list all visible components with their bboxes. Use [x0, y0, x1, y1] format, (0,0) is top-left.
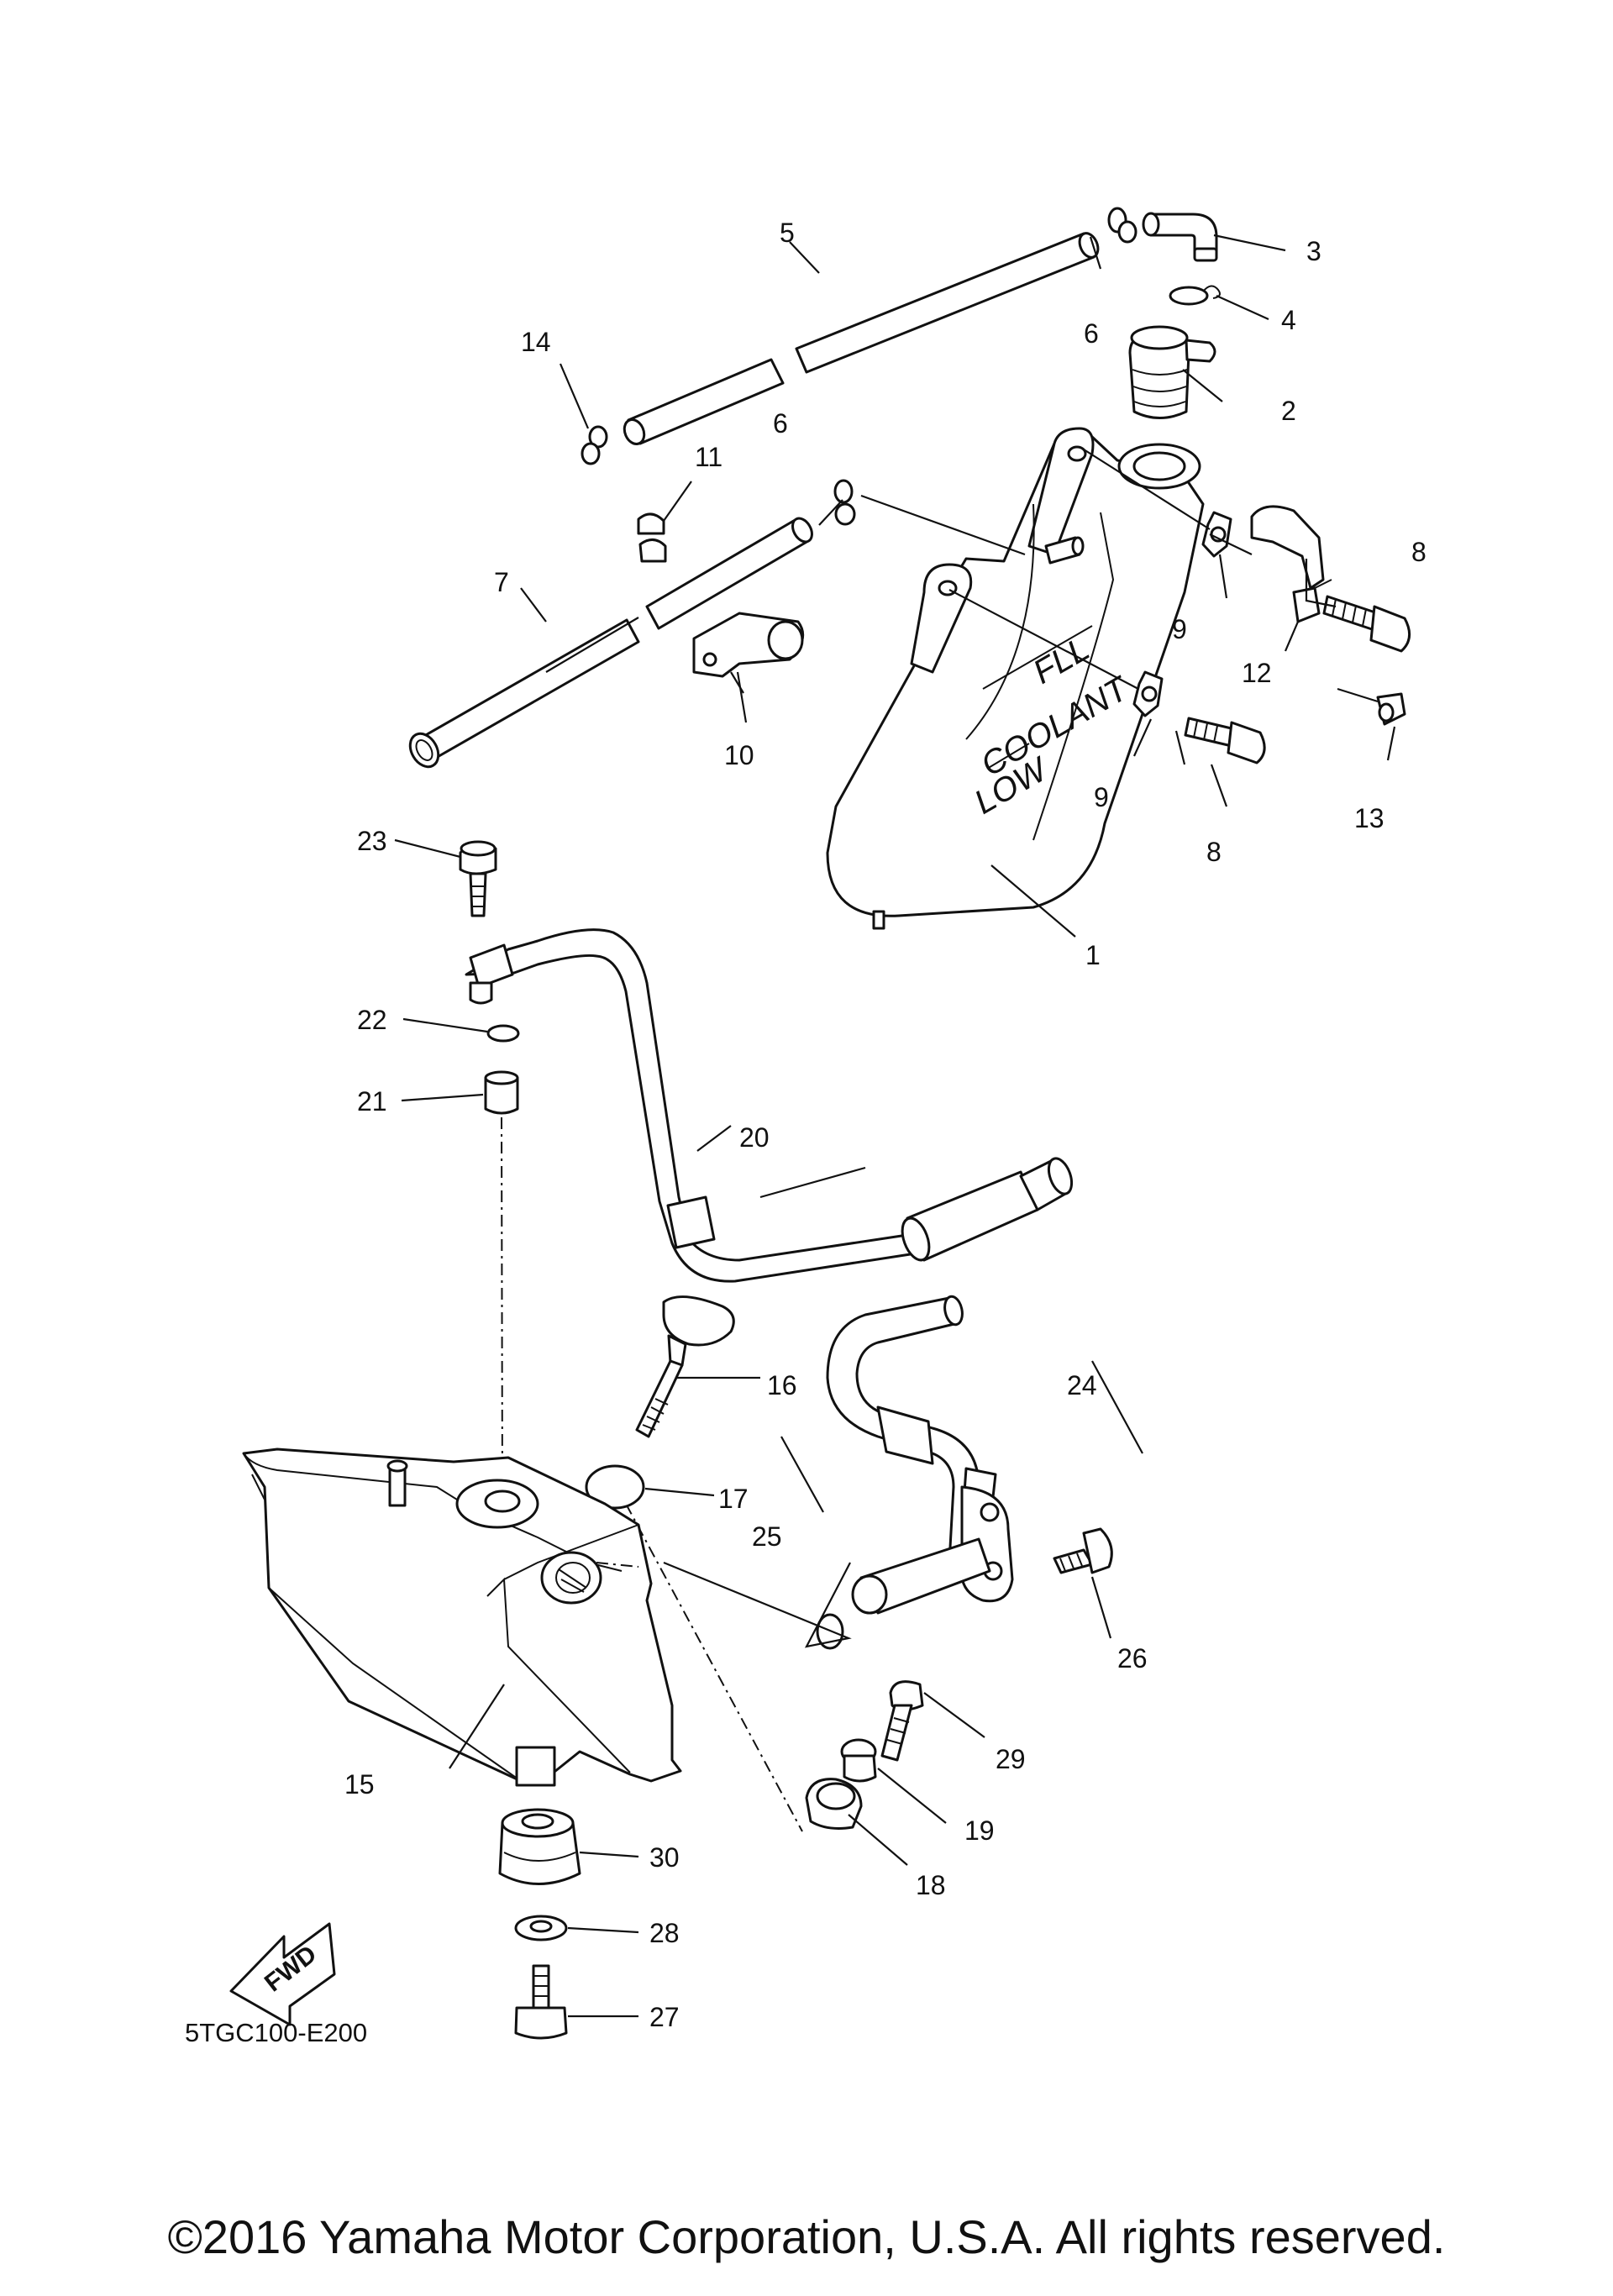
bolt-26: [1053, 1527, 1113, 1574]
drain-hose: [408, 517, 813, 769]
collar-21: [484, 1070, 519, 1115]
bolt-29: [880, 1680, 924, 1762]
elbow-fitting: [1142, 212, 1218, 262]
callout-7: 7: [494, 567, 509, 597]
callout-6b: 6: [773, 408, 788, 439]
bolt-23: [459, 840, 497, 917]
callout-20: 20: [739, 1122, 770, 1153]
o-ring-22: [486, 1024, 520, 1043]
oil-tank: [242, 1447, 682, 1787]
callout-4: 4: [1281, 305, 1296, 335]
callout-10: 10: [724, 740, 754, 770]
callout-28: 28: [649, 1918, 680, 1948]
callout-22: 22: [357, 1005, 387, 1035]
callout-18: 18: [916, 1870, 946, 1900]
hose-clip-11: [637, 512, 667, 563]
callout-1: 1: [1085, 940, 1101, 970]
forward-direction-arrow: FWD: [229, 1922, 336, 2026]
callout-labels: 1 2 3 4 5 6 6 7 8 8 9 9 10 11 12 13 14 1…: [344, 218, 1426, 2032]
callout-24: 24: [1067, 1370, 1097, 1400]
callout-2: 2: [1281, 396, 1296, 426]
clip-nut-lower: [1132, 670, 1164, 717]
callout-17: 17: [718, 1484, 749, 1514]
washer-28: [514, 1915, 568, 1941]
damper-18: [805, 1778, 863, 1830]
oil-pipe-flange: [826, 1295, 1014, 1615]
callout-30: 30: [649, 1842, 680, 1873]
o-ring-17: [585, 1464, 645, 1510]
callout-27: 27: [649, 2002, 680, 2032]
callout-26: 26: [1117, 1643, 1148, 1673]
hose-clip-13: [1376, 692, 1406, 726]
callout-25: 25: [752, 1521, 782, 1552]
callout-11: 11: [695, 442, 722, 472]
collar-19: [840, 1738, 877, 1783]
callout-12: 12: [1242, 658, 1272, 688]
copyright-footer: ©2016 Yamaha Motor Corporation, U.S.A. A…: [167, 2210, 1446, 2263]
clip-nut-upper: [1201, 511, 1232, 558]
callout-13: 13: [1354, 803, 1384, 833]
hose-clip-top: [1107, 207, 1138, 244]
oil-hose-pipe: [465, 928, 1074, 1283]
reservoir-cap: [1128, 325, 1216, 419]
bolt-27: [514, 1964, 568, 2040]
hose-holder-bracket: [692, 612, 805, 678]
callout-21: 21: [357, 1086, 387, 1116]
callout-9b: 9: [1094, 782, 1109, 812]
callout-15: 15: [344, 1769, 375, 1799]
callout-3: 3: [1306, 236, 1321, 266]
hose-clip-middle: [833, 479, 856, 526]
leader-lines-lower: [394, 838, 1143, 2018]
hose-clip-14: [581, 425, 608, 465]
bolt-upper: [1322, 595, 1411, 653]
hose-clamp-ring: [1169, 285, 1221, 306]
oil-dipstick: [635, 1295, 735, 1438]
callout-29: 29: [996, 1744, 1026, 1774]
callout-23: 23: [357, 826, 387, 856]
callout-6a: 6: [1084, 318, 1099, 349]
assembly-line-damper: [625, 1503, 803, 1832]
callout-8b: 8: [1206, 837, 1222, 867]
grommet-30: [498, 1808, 581, 1885]
hose-clamp-bracket: [1250, 505, 1332, 623]
leader-lines-upper: [520, 234, 1396, 938]
diagram-code: 5TGC100-E200: [185, 2018, 367, 2047]
callout-5: 5: [780, 218, 795, 248]
callout-14: 14: [521, 327, 551, 357]
callout-16: 16: [767, 1370, 797, 1400]
breather-hose-upper: [623, 232, 1100, 445]
callout-9a: 9: [1172, 614, 1187, 644]
callout-19: 19: [964, 1815, 995, 1846]
coolant-reservoir-tank: FLL COOLANT LOW: [826, 427, 1205, 930]
bolt-lower: [1184, 717, 1266, 764]
callout-8a: 8: [1411, 537, 1426, 567]
